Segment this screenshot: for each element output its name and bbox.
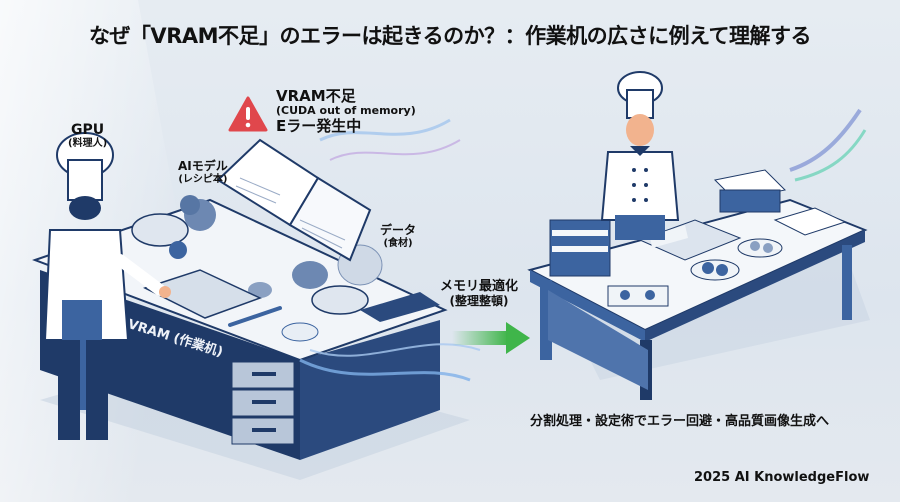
warning-triangle-icon: [228, 96, 268, 132]
vram-error-message: VRAM不足 (CUDA out of memory) Eラー発生中: [276, 87, 416, 135]
organized-desk-illustration: [527, 71, 870, 400]
ai-model-label: AIモデル (レシピ本): [178, 159, 228, 185]
optimization-main: メモリ最適化: [440, 279, 519, 294]
memory-optimization-label: メモリ最適化 (整理整頓): [440, 279, 519, 309]
green-arrow-icon: [452, 322, 530, 354]
gpu-label: GPU (料理人): [68, 122, 107, 150]
ai-model-label-main: AIモデル: [178, 159, 228, 173]
error-title: VRAM不足: [276, 87, 356, 105]
gpu-label-sub: (料理人): [68, 138, 108, 150]
ai-model-label-sub: (レシピ本): [178, 173, 228, 185]
gpu-label-main: GPU: [71, 122, 105, 138]
data-label: データ (食材): [380, 223, 417, 249]
solution-caption: 分割処理・設定術でエラー回避・高品質画像生成へ: [530, 414, 830, 429]
error-status: Eラー発生中: [276, 116, 362, 135]
optimization-sub: (整理整頓): [449, 293, 509, 308]
cluttered-desk-illustration: [32, 118, 481, 480]
data-label-main: データ: [380, 223, 417, 237]
data-label-sub: (食材): [383, 237, 413, 249]
error-code: (CUDA out of memory): [276, 104, 416, 118]
credit-text: 2025 AI KnowledgeFlow: [694, 470, 870, 485]
page-title: なぜ「VRAM不足」のエラーは起きるのか？：作業机の広さに例えて理解する: [88, 24, 812, 48]
